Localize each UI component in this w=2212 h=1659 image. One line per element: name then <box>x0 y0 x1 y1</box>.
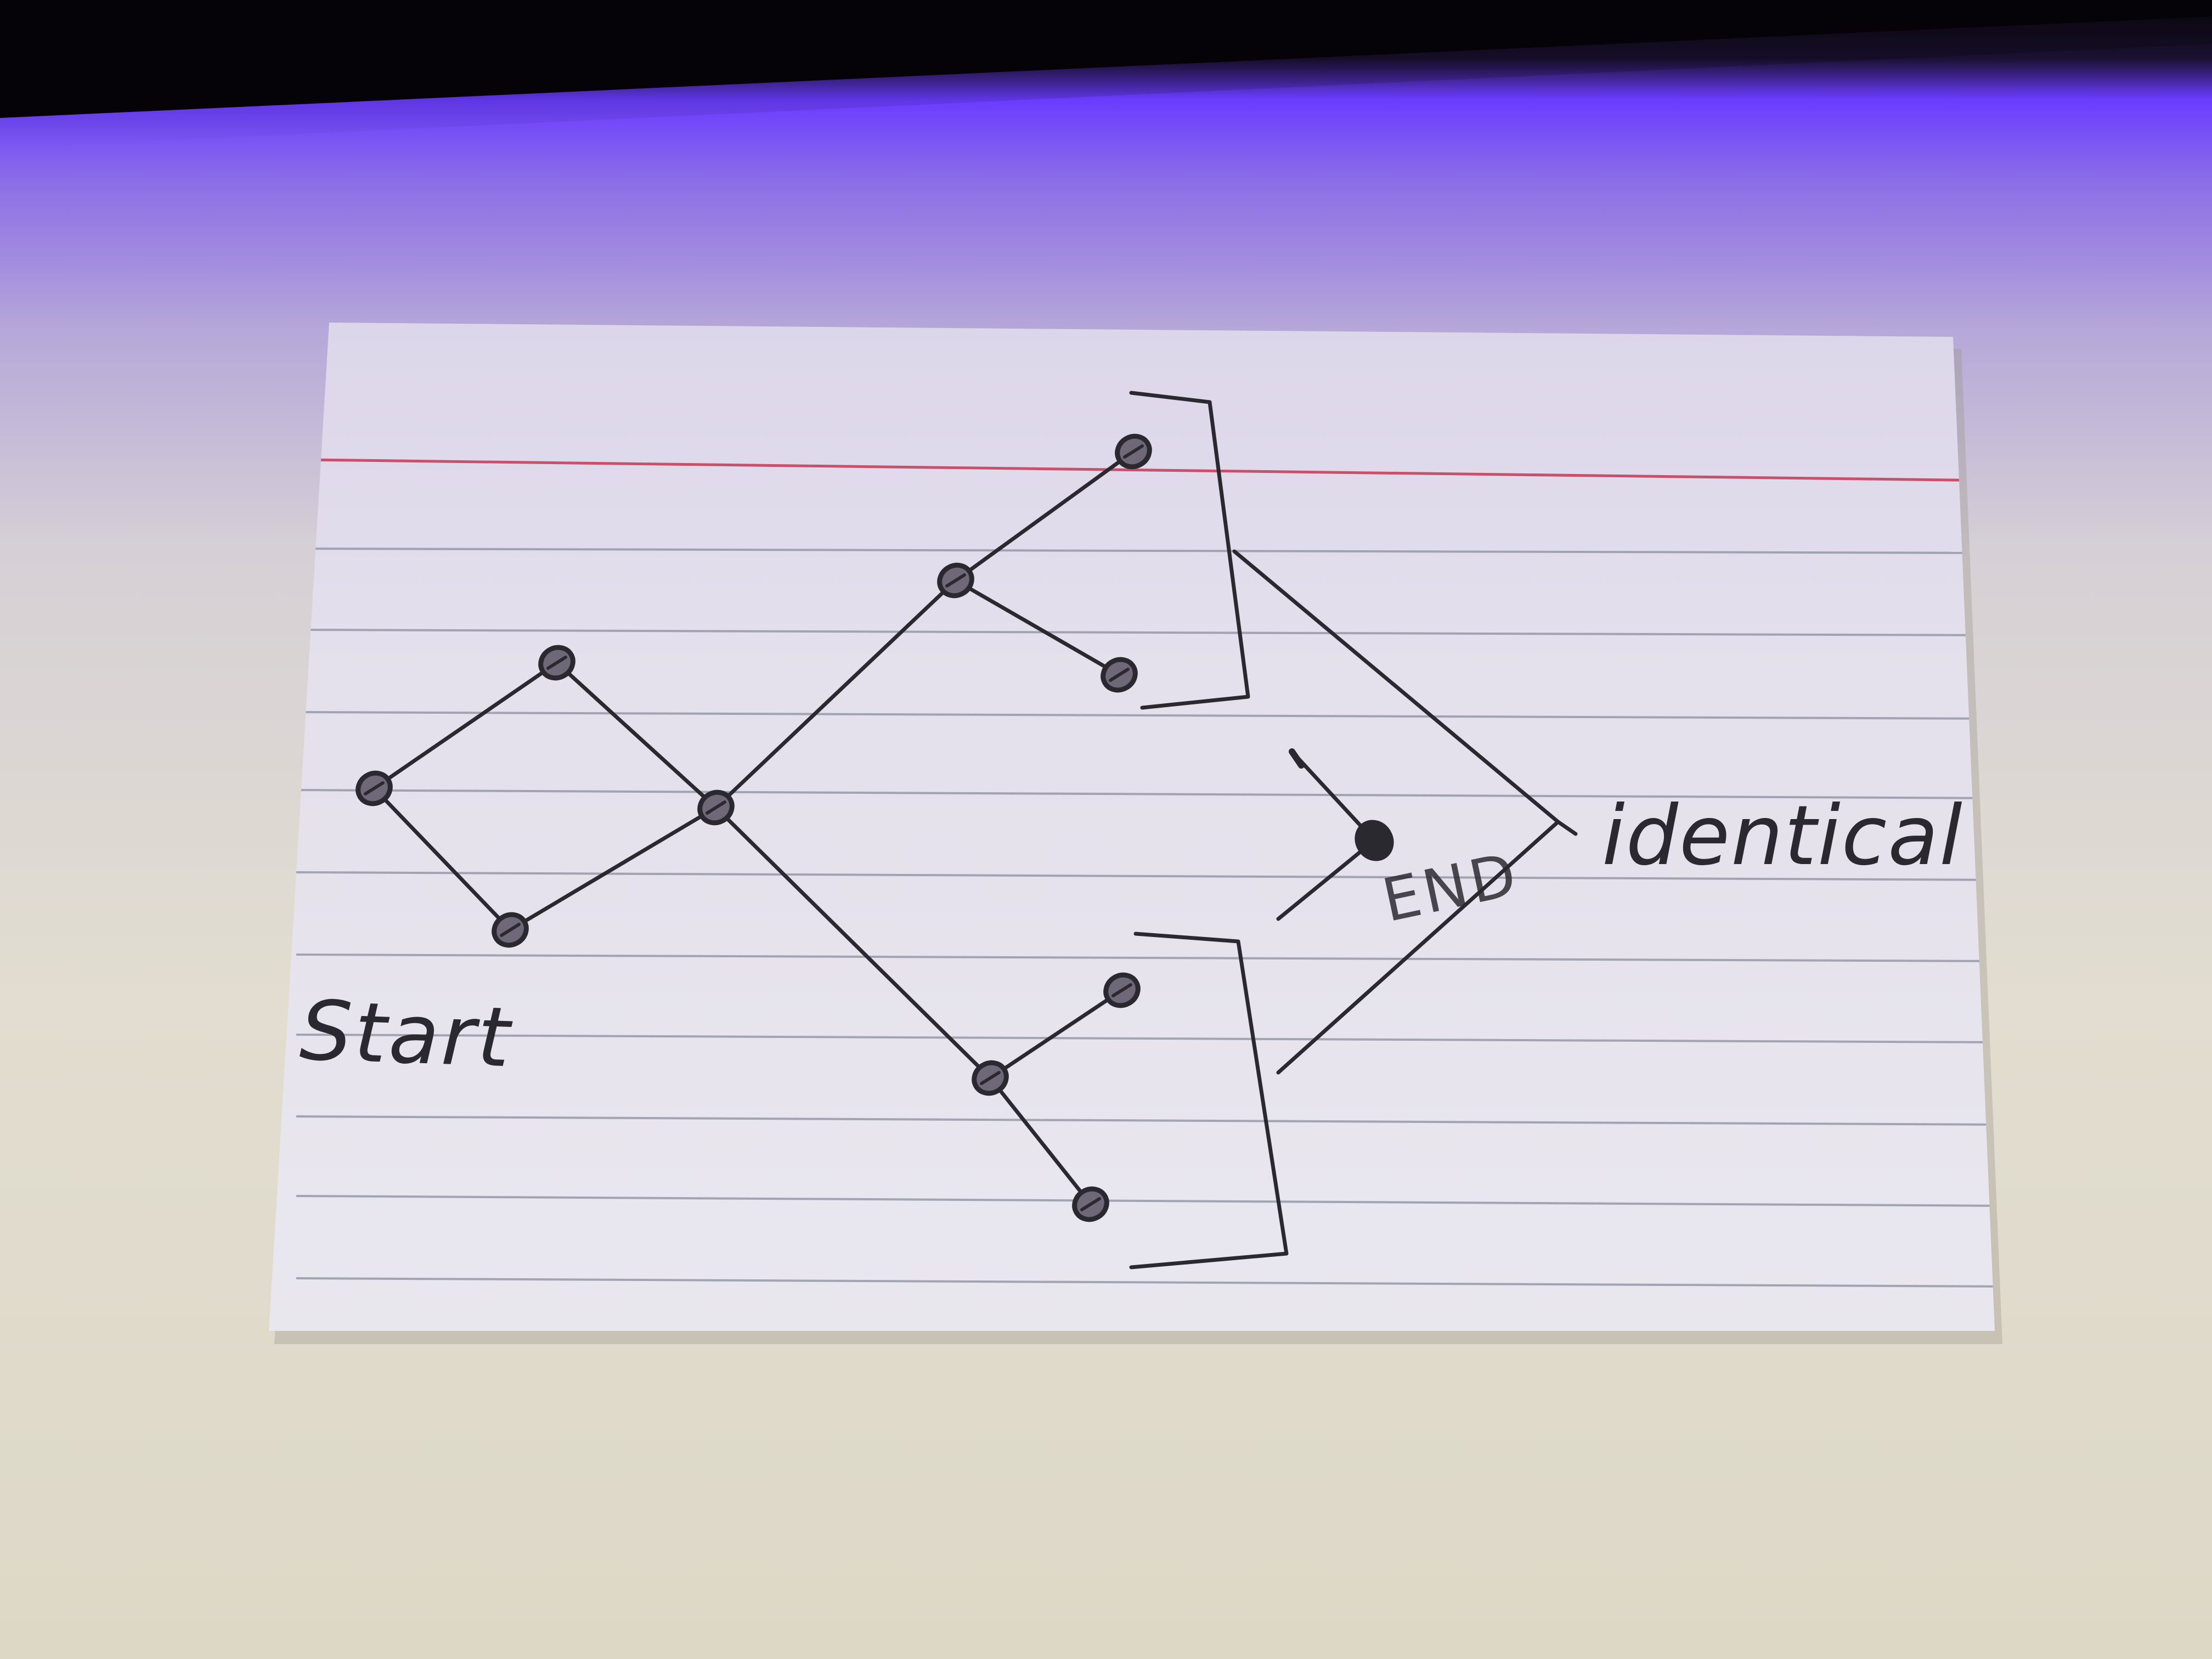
ruled-line <box>296 871 1995 881</box>
ruled-line <box>296 1034 1995 1043</box>
ruled-line <box>296 953 1995 962</box>
graph-edge <box>953 449 1136 583</box>
node-hatch <box>1111 983 1132 997</box>
graph-nodes <box>356 433 1394 1222</box>
ruled-line <box>296 629 1995 636</box>
graph-edge <box>953 578 1121 677</box>
graph-edge <box>555 661 718 810</box>
ruled-lines <box>296 548 1995 1288</box>
node-hatch <box>706 800 726 815</box>
node-hatch <box>1123 444 1144 459</box>
ruled-line <box>296 1277 1995 1288</box>
monitor-edge <box>0 0 2212 118</box>
node-hatch <box>546 656 567 670</box>
end-node-dot <box>1355 820 1394 861</box>
ruled-line <box>296 1115 1995 1126</box>
ruled-line <box>296 789 1995 799</box>
graph-edge <box>988 988 1124 1080</box>
hand-drawn-graph <box>356 391 1578 1269</box>
margin-line <box>307 458 1995 482</box>
graph-node <box>1072 1186 1109 1222</box>
end-arrow-tail <box>1289 748 1305 769</box>
graph-node <box>1101 657 1138 693</box>
index-card <box>269 323 1995 1331</box>
graph-edge <box>988 1076 1093 1206</box>
graph-node <box>972 1060 1009 1096</box>
node-hatch <box>500 923 521 937</box>
graph-node <box>937 562 974 599</box>
ruled-line <box>296 1195 1995 1207</box>
graph-node <box>697 789 735 826</box>
node-hatch <box>1080 1197 1101 1211</box>
graph-edge <box>508 805 718 932</box>
arrow-tip <box>1556 820 1578 836</box>
ruled-line <box>296 548 1995 554</box>
node-hatch <box>945 573 966 588</box>
node-hatch <box>980 1071 1001 1085</box>
graph-edge <box>714 805 992 1080</box>
identical-label: identical <box>1602 788 1963 884</box>
node-hatch <box>1109 668 1130 682</box>
graph-edge <box>372 661 559 791</box>
graph-node <box>1103 972 1141 1008</box>
ruled-line <box>296 711 1995 720</box>
card-lines <box>296 458 1995 1288</box>
node-hatch <box>364 781 385 795</box>
graph-node <box>538 645 575 681</box>
graph-edges <box>372 449 1136 1206</box>
graph-node <box>492 912 529 948</box>
monitor-shadow <box>0 16 2212 148</box>
graph-edge <box>714 578 958 810</box>
end-node <box>1355 820 1394 861</box>
lower-bracket <box>1129 932 1289 1269</box>
graph-node <box>1115 433 1152 470</box>
graph-edge <box>372 786 512 932</box>
graph-node <box>356 770 393 806</box>
upper-bracket <box>1129 391 1250 710</box>
start-label: Start <box>298 983 514 1086</box>
